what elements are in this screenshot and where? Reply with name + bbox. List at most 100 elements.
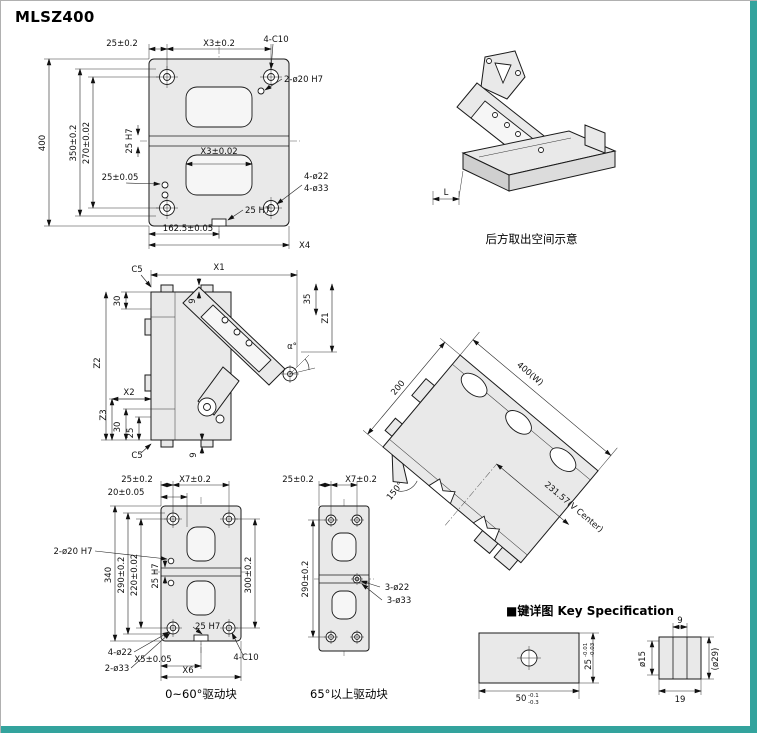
dim-label: 50 xyxy=(516,694,527,704)
dim-label: 270±0.02 xyxy=(82,122,92,164)
dim-label: X2 xyxy=(123,388,134,398)
caption-rear-clearance: 后方取出空间示意 xyxy=(485,232,578,246)
rear-clearance-dimensions: L xyxy=(432,170,464,205)
drive-block-low-dimensions: 25±0.2 X7±0.2 20±0.05 2-ø20 H7 340 290±0… xyxy=(54,475,260,681)
side-profile-dimensions: C5 X1 30 9 35 Z1 Z2 X2 Z3 xyxy=(93,263,337,461)
dim-tolerance: -0.3 xyxy=(528,700,539,706)
rear-clearance-geometry xyxy=(456,50,617,192)
dim-label: X7±0.2 xyxy=(179,475,211,485)
dim-label: 200 xyxy=(389,379,407,398)
caption-drive-block-high: 65°以上驱动块 xyxy=(310,687,388,701)
top-plate-dimensions: 25±0.2 X3±0.2 4-C10 2-ø20 H7 400 350±0.2… xyxy=(38,35,329,251)
dim-label: 220±0.02 xyxy=(130,554,140,596)
dim-label: 30 xyxy=(113,422,123,433)
dim-label: 4-C10 xyxy=(263,35,288,45)
top-plate-geometry xyxy=(140,47,300,239)
corner-hole xyxy=(164,510,182,528)
dim-label: (ø29) xyxy=(711,648,721,671)
caption-drive-block-low: 0~60°驱动块 xyxy=(165,687,237,701)
dim-label: Z3 xyxy=(99,409,109,420)
dim-label: 9 xyxy=(188,298,198,303)
dim-label: X7±0.2 xyxy=(345,475,377,485)
dim-label: 3-ø22 xyxy=(385,583,410,593)
dim-label: 20±0.05 xyxy=(108,488,145,498)
dim-label: 25±0.2 xyxy=(121,475,152,485)
dim-label: 9 xyxy=(189,452,199,457)
key-spec-plan-dimensions: 25 -0.01 -0.03 50 -0.1 -0.3 xyxy=(478,632,599,706)
dim-label: 4-ø22 xyxy=(304,172,329,182)
view-rotated-plate: 200 400(W) 231.57(V Center) 150° xyxy=(362,331,618,571)
pin-hole xyxy=(161,181,169,189)
pin-hole xyxy=(161,191,169,199)
corner-hole xyxy=(350,630,364,644)
corner-hole xyxy=(260,197,282,219)
corner-hole xyxy=(164,619,182,637)
dim-label: 25±0.2 xyxy=(282,475,313,485)
dim-label: 4-ø33 xyxy=(304,184,329,194)
dim-label: X5±0.05 xyxy=(134,655,171,665)
center-hole xyxy=(351,573,363,585)
dim-label: X3±0.02 xyxy=(200,147,237,157)
dim-label: Z2 xyxy=(93,357,103,368)
dim-label: 2-ø33 xyxy=(105,664,130,674)
drive-block-high-geometry xyxy=(314,499,374,657)
key-spec-plan: 25 -0.01 -0.03 50 -0.1 -0.3 xyxy=(478,632,599,706)
dim-label: 25 H7 xyxy=(151,563,161,588)
dim-label: L xyxy=(444,188,449,198)
dim-label: ø15 xyxy=(638,651,648,667)
dim-label: 4-C10 xyxy=(233,653,258,663)
page-edge-bottom xyxy=(1,726,757,733)
key-spec-header: ■键详图 Key Specification xyxy=(506,604,675,618)
pin-hole xyxy=(257,87,265,95)
corner-hole xyxy=(324,630,338,644)
dim-label: 25 H7 xyxy=(245,206,270,216)
key-notch xyxy=(211,218,227,227)
corner-hole xyxy=(350,513,364,527)
dim-label: X3±0.2 xyxy=(203,39,235,49)
key-notch xyxy=(193,634,209,642)
dim-label: 350±0.2 xyxy=(69,125,79,162)
dim-label: 9 xyxy=(677,616,682,626)
dim-label: 162.5±0.05 xyxy=(163,224,213,234)
dim-label: Z1 xyxy=(321,312,331,323)
dim-label: 19 xyxy=(675,695,686,705)
view-side-profile: C5 X1 30 9 35 Z1 Z2 X2 Z3 xyxy=(93,263,337,461)
key-spec-section: 9 ø15 (ø29) 19 xyxy=(638,616,721,705)
dim-label: 35 xyxy=(303,294,313,305)
dim-label: 400 xyxy=(38,135,48,151)
corner-hole xyxy=(324,513,338,527)
key-spec-section-geometry xyxy=(658,636,702,680)
dim-label: 340 xyxy=(104,567,114,583)
page-edge-right xyxy=(750,1,757,733)
dim-label: 25 xyxy=(584,659,594,670)
view-top-plate: 25±0.2 X3±0.2 4-C10 2-ø20 H7 400 350±0.2… xyxy=(38,35,329,251)
dim-label: 25 H7 xyxy=(125,128,135,153)
dim-label: 25±0.05 xyxy=(102,173,139,183)
side-profile-geometry xyxy=(144,284,299,448)
dim-label: α° xyxy=(287,342,297,352)
key-spec-plan-geometry xyxy=(478,632,580,684)
dim-label: 25 xyxy=(126,428,136,439)
key-spec-section-dimensions: 9 ø15 (ø29) 19 xyxy=(638,616,721,705)
dim-label: X6 xyxy=(182,666,193,676)
dim-label: 400(W) xyxy=(515,360,545,388)
dim-label: 2-ø20 H7 xyxy=(284,75,323,85)
pin-hole xyxy=(167,579,175,587)
view-drive-block-low: 25±0.2 X7±0.2 20±0.05 2-ø20 H7 340 290±0… xyxy=(54,475,260,681)
dim-tolerance: -0.01 xyxy=(583,643,589,657)
dim-tolerance: -0.03 xyxy=(590,642,596,657)
dim-label: 3-ø33 xyxy=(387,596,412,606)
dim-label: 4-ø22 xyxy=(108,648,133,658)
drive-block-high-dimensions: 25±0.2 X7±0.2 290±0.2 3-ø22 3-ø33 xyxy=(282,475,412,638)
dim-label: 300±0.2 xyxy=(244,557,254,594)
dim-tolerance: -0.1 xyxy=(528,693,539,699)
dim-label: 30 xyxy=(113,296,123,307)
pin-hole xyxy=(167,557,175,565)
page-title: MLSZ400 xyxy=(15,8,95,26)
dim-label: 290±0.2 xyxy=(117,557,127,594)
dim-label: 25 H7 xyxy=(195,622,220,632)
dim-label: X1 xyxy=(213,263,224,273)
view-rear-clearance: L xyxy=(432,50,617,205)
dim-label: X4 xyxy=(299,241,310,251)
